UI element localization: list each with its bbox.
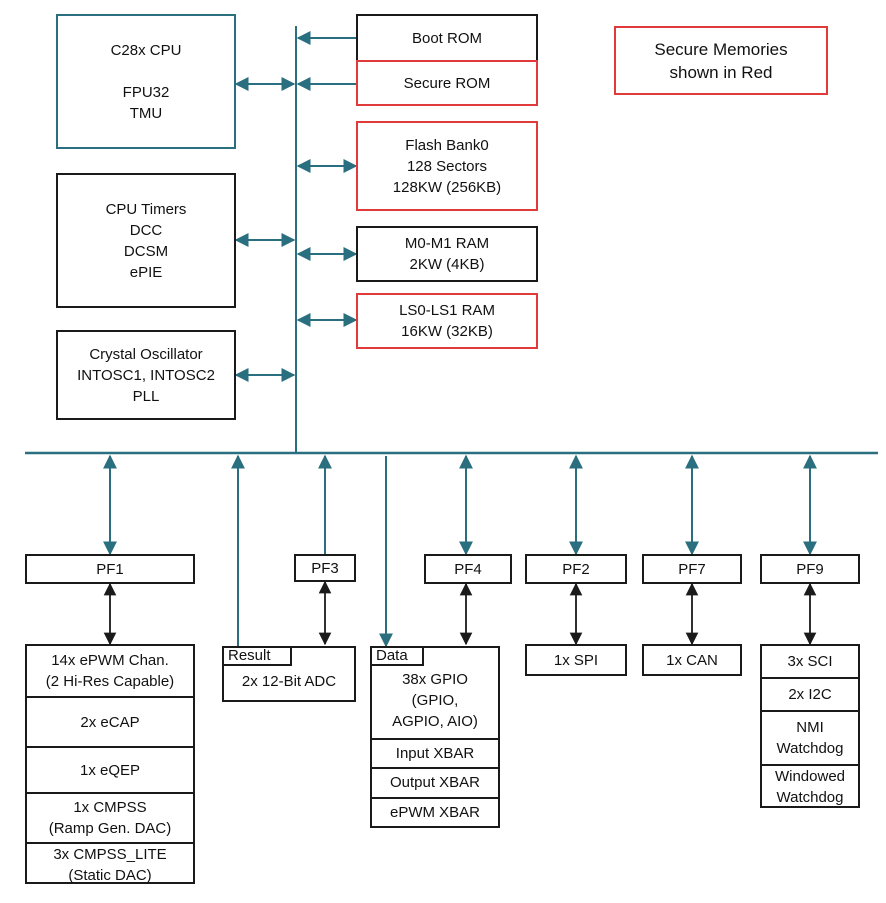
spi-box: 1x SPI [525, 644, 627, 676]
secure-rom-box: Secure ROM [356, 60, 538, 106]
m0m1-line-1: M0-M1 RAM [404, 235, 490, 252]
gpio-line-1: 38x GPIO [402, 670, 468, 688]
output-xbar-cell: Output XBAR [372, 767, 498, 796]
m0m1-line-2: 2KW (4KB) [409, 256, 485, 273]
pf7-box: PF7 [642, 554, 742, 584]
can-box: 1x CAN [642, 644, 742, 676]
gpio-cell: 38x GPIO (GPIO, AGPIO, AIO) [372, 648, 498, 738]
osc-line-1: Crystal Oscillator [89, 345, 203, 363]
cpu-fpu: FPU32 [122, 83, 170, 101]
flash-line-2: 128 Sectors [406, 157, 488, 175]
osc-line-3: PLL [132, 387, 160, 405]
cmpss-line-2: (Ramp Gen. DAC) [48, 820, 172, 837]
pf9-label: PF9 [796, 560, 824, 578]
adc-result-label: Result [228, 647, 271, 664]
nmi-line-1: NMI [796, 719, 824, 736]
epwm-xbar-cell: ePWM XBAR [372, 796, 498, 826]
pf7-label: PF7 [678, 560, 706, 578]
pf4-box: PF4 [424, 554, 512, 584]
secure-rom-label: Secure ROM [403, 74, 491, 92]
ls0ls1-line-2: 16KW (32KB) [401, 323, 493, 340]
cpu-title: C28x CPU [110, 41, 182, 59]
nmi-watchdog-cell: NMI Watchdog [762, 710, 858, 764]
pf1-label: PF1 [96, 560, 124, 578]
flash-line-1: Flash Bank0 [405, 136, 489, 154]
pf2-box: PF2 [525, 554, 627, 584]
pf3-label: PF3 [311, 559, 339, 577]
flash-bank0-box: Flash Bank0 128 Sectors 128KW (256KB) [356, 121, 538, 211]
gpio-data-label: Data [376, 647, 408, 664]
gpio-stack: 38x GPIO (GPIO, AGPIO, AIO) Input XBAR O… [370, 646, 500, 828]
pf2-label: PF2 [562, 560, 590, 578]
adc-label: 2x 12-Bit ADC [241, 673, 337, 690]
eqep-cell: 1x eQEP [27, 746, 193, 792]
boot-rom-box: Boot ROM [356, 14, 538, 62]
spi-label: 1x SPI [553, 651, 599, 669]
pf9-peripheral-stack: 3x SCI 2x I2C NMI Watchdog Windowed Watc… [760, 644, 860, 808]
eqep-label: 1x eQEP [79, 761, 141, 779]
windowed-line-2: Watchdog [776, 789, 844, 806]
cmpss-line-1: 1x CMPSS [73, 799, 147, 816]
adc-result-tag: Result [222, 646, 292, 666]
cpu-tmu: TMU [129, 104, 163, 122]
timers-line-1: CPU Timers [105, 200, 187, 218]
pf4-label: PF4 [454, 560, 482, 578]
timers-line-3: DCSM [123, 242, 169, 260]
can-label: 1x CAN [666, 651, 718, 669]
oscillator-box: Crystal Oscillator INTOSC1, INTOSC2 PLL [56, 330, 236, 420]
windowed-watchdog-cell: Windowed Watchdog [762, 764, 858, 808]
input-xbar-cell: Input XBAR [372, 738, 498, 767]
epwm-cell: 14x ePWM Chan. (2 Hi-Res Capable) [27, 646, 193, 696]
sci-cell: 3x SCI [762, 646, 858, 677]
nmi-line-2: Watchdog [776, 740, 844, 757]
pf1-peripheral-stack: 14x ePWM Chan. (2 Hi-Res Capable) 2x eCA… [25, 644, 195, 884]
timers-line-4: ePIE [129, 263, 163, 281]
output-xbar-label: Output XBAR [389, 774, 481, 792]
timers-line-2: DCC [129, 221, 163, 239]
input-xbar-label: Input XBAR [395, 745, 475, 763]
osc-line-2: INTOSC1, INTOSC2 [77, 366, 215, 384]
ecap-label: 2x eCAP [80, 713, 140, 731]
ls0ls1-ram-box: LS0-LS1 RAM 16KW (32KB) [356, 293, 538, 349]
pf3-box: PF3 [294, 554, 356, 582]
m0m1-ram-box: M0-M1 RAM 2KW (4KB) [356, 226, 538, 282]
legend-line-2: shown in Red [669, 62, 773, 82]
epwm-line-2: (2 Hi-Res Capable) [45, 673, 175, 690]
pf9-box: PF9 [760, 554, 860, 584]
cmpss-lite-line-2: (Static DAC) [68, 867, 152, 884]
cmpss-lite-line-1: 3x CMPSS_LITE [53, 846, 167, 863]
legend-line-1: Secure Memories [654, 39, 788, 59]
epwm-line-1: 14x ePWM Chan. [51, 652, 169, 669]
timers-box: CPU Timers DCC DCSM ePIE [56, 173, 236, 308]
sci-label: 3x SCI [787, 653, 833, 670]
i2c-cell: 2x I2C [762, 677, 858, 710]
gpio-line-2: (GPIO, [411, 691, 459, 709]
epwm-xbar-label: ePWM XBAR [389, 803, 480, 821]
cmpss-lite-cell: 3x CMPSS_LITE (Static DAC) [27, 842, 193, 886]
pf1-box: PF1 [25, 554, 195, 584]
ecap-cell: 2x eCAP [27, 696, 193, 746]
gpio-line-3: AGPIO, AIO) [392, 712, 478, 730]
cmpss-cell: 1x CMPSS (Ramp Gen. DAC) [27, 792, 193, 842]
ls0ls1-line-1: LS0-LS1 RAM [399, 302, 495, 319]
secure-legend-box: Secure Memories shown in Red [614, 26, 828, 95]
gpio-data-tag: Data [370, 646, 424, 666]
windowed-line-1: Windowed [774, 768, 846, 785]
i2c-label: 2x I2C [788, 686, 832, 703]
flash-line-3: 128KW (256KB) [392, 178, 502, 196]
cpu-box: C28x CPU FPU32 TMU [56, 14, 236, 149]
boot-rom-label: Boot ROM [411, 29, 483, 47]
